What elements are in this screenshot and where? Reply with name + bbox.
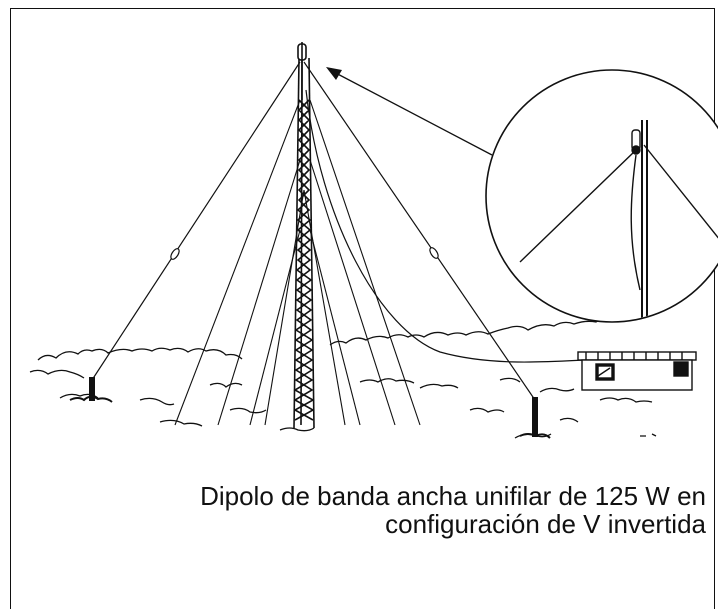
guy-wires — [174, 99, 421, 426]
detail-magnifier — [485, 69, 718, 323]
ground-scrub-left — [37, 347, 243, 361]
caption-line-1: Dipolo de banda ancha unifilar de 125 W … — [200, 481, 706, 511]
dipole-wires — [91, 61, 586, 401]
ground-scrub-right — [329, 317, 641, 346]
figure-caption: Dipolo de banda ancha unifilar de 125 W … — [200, 482, 706, 538]
figure-frame — [10, 8, 715, 609]
radio-shack-house — [577, 351, 697, 391]
caption-line-2: configuración de V invertida — [385, 509, 706, 539]
antenna-illustration — [29, 42, 718, 439]
detail-pointer-arrow — [326, 67, 493, 156]
